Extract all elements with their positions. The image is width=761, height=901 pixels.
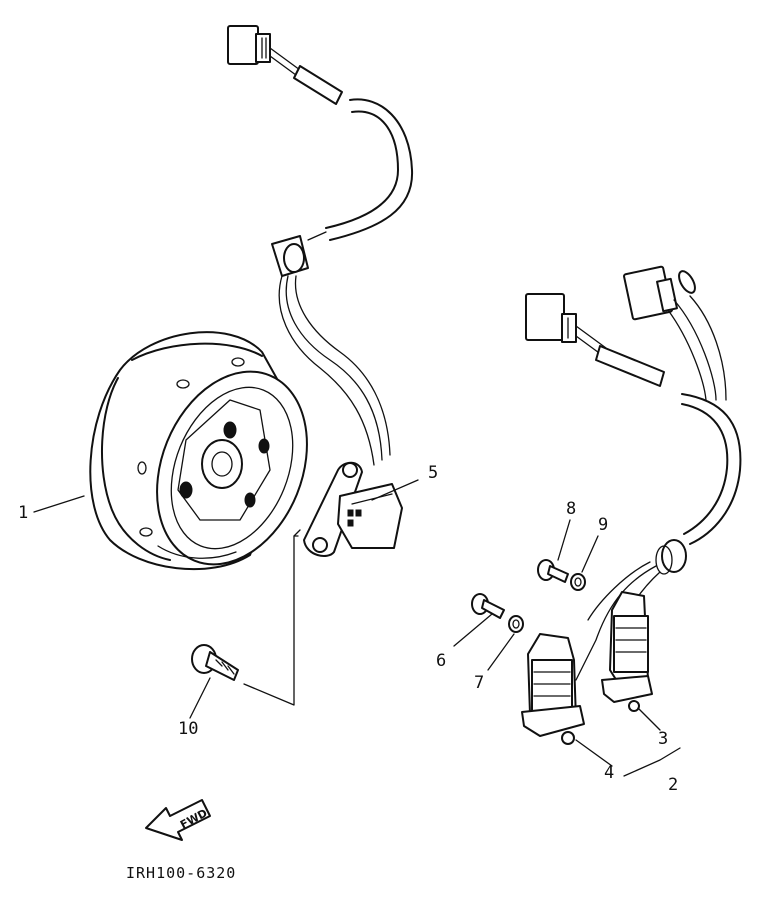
assembly-bracket-2: [623, 747, 681, 777]
right-harness: [525, 265, 742, 681]
bolt-8: [537, 559, 569, 583]
callout-2: 2: [668, 775, 678, 795]
callout-9: 9: [598, 515, 608, 535]
callout-8: 8: [566, 499, 576, 519]
forward-arrow: FWD: [145, 799, 211, 841]
harness-grommet: [271, 235, 309, 277]
charge-coil-3: [601, 591, 653, 712]
callout-4: 4: [604, 763, 614, 783]
callout-7: 7: [474, 673, 484, 693]
bolt-10: [191, 644, 239, 681]
bolt-6: [471, 593, 505, 619]
leader-3: [637, 707, 661, 731]
callout-3: 3: [658, 729, 668, 749]
callout-6: 6: [436, 651, 446, 671]
callout-1: 1: [18, 503, 28, 523]
assembly-bracket-10: [243, 535, 299, 706]
leader-8: [557, 519, 571, 561]
right-grommet: [655, 539, 687, 575]
leader-9: [581, 535, 599, 573]
washer-7: [508, 615, 524, 633]
leader-4: [575, 739, 613, 767]
callout-5: 5: [428, 463, 438, 483]
leader-1: [33, 495, 85, 513]
washer-9: [570, 573, 586, 591]
right-connector-left: [525, 293, 577, 343]
leader-10: [189, 677, 211, 719]
leader-6: [453, 613, 493, 647]
drawing-code: IRH100-6320: [126, 864, 236, 882]
upper-connector: [227, 25, 271, 65]
upper-harness: [227, 25, 414, 466]
pickup-coil: [303, 461, 403, 557]
flywheel-rotor: [89, 331, 308, 571]
right-connector-right: [623, 265, 678, 321]
leader-7: [487, 633, 515, 671]
source-coil-4: [521, 633, 585, 745]
callout-10: 10: [178, 719, 198, 739]
leader-5: [371, 479, 419, 501]
